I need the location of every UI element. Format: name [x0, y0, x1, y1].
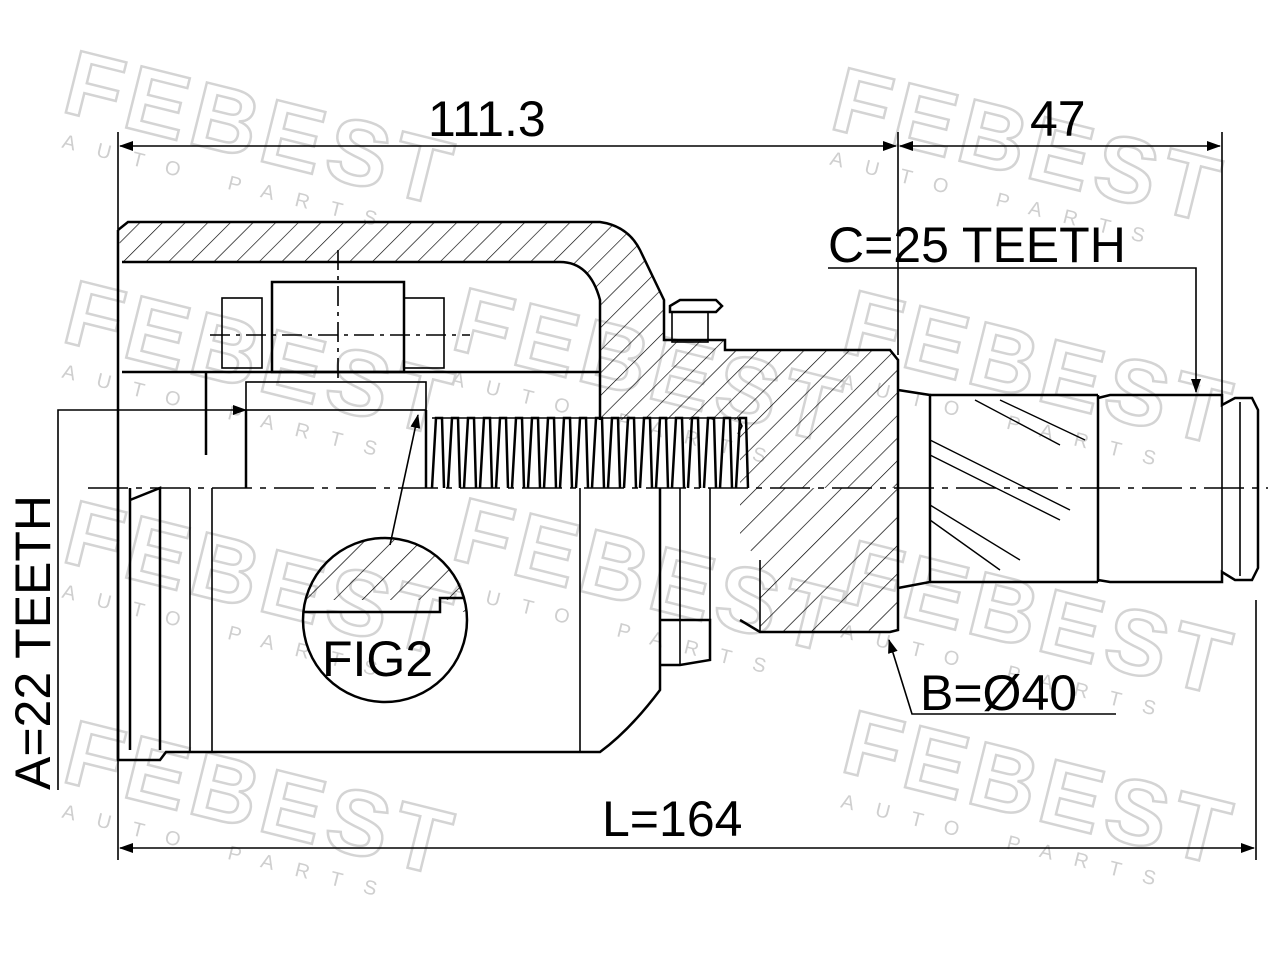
leader-fig2: [389, 414, 421, 546]
dim-text-overall: L=164: [602, 791, 742, 847]
dim-text-47: 47: [1030, 91, 1086, 147]
watermark-layer: FEBEST AUTO PARTS FEBEST AUTO PARTS FEBE…: [54, 30, 1247, 906]
leader-seal-diameter: [888, 639, 1116, 715]
leader-outer-spline: [828, 267, 1201, 393]
dim-text-inner-spline: A=22 TEETH: [5, 495, 61, 790]
fig2-detail: FIG2: [301, 536, 469, 704]
dim-text-111: 111.3: [428, 91, 546, 147]
spline-outline: [432, 417, 743, 435]
dim-text-outer-spline: C=25 TEETH: [828, 217, 1126, 273]
fig2-label: FIG2: [322, 631, 433, 687]
housing-outline-lower: [116, 486, 712, 762]
leader-inner-spline: [57, 405, 247, 790]
dim-text-seal-diameter: B=Ø40: [920, 665, 1077, 721]
stub-shaft: [897, 388, 1260, 590]
spline-teeth: [430, 416, 750, 489]
tripod-assembly: [122, 250, 600, 488]
boot-clip: [668, 298, 724, 343]
